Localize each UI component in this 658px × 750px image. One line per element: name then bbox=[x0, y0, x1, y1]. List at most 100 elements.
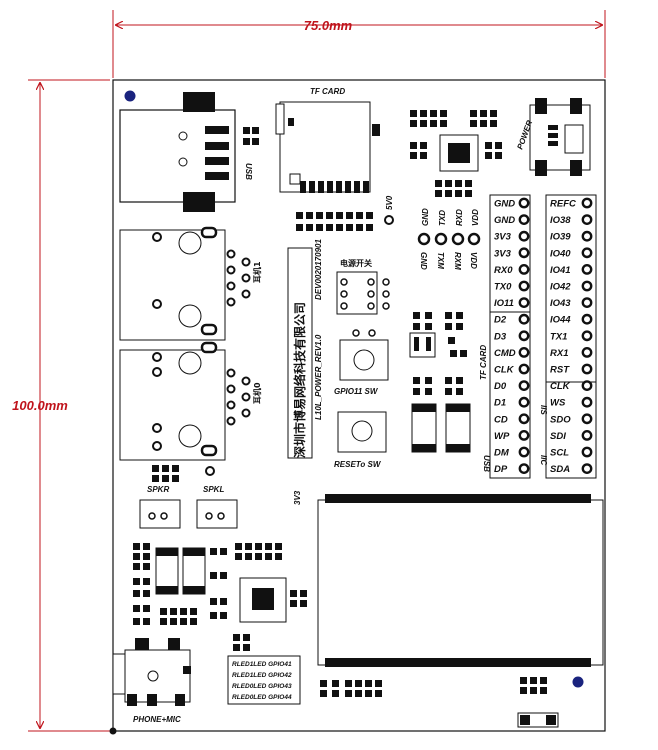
right-pin-pad bbox=[581, 380, 593, 391]
left-pin-pad bbox=[518, 446, 530, 458]
height-dimension: 100.0mm bbox=[12, 79, 110, 732]
right-pin-pad bbox=[581, 214, 593, 226]
left-pin-pad bbox=[518, 197, 530, 209]
corner-origin-mark bbox=[109, 727, 117, 735]
left-pin-label: WP bbox=[494, 431, 510, 442]
usb-side-label: USB bbox=[482, 455, 491, 472]
left-pin-pad bbox=[518, 380, 530, 391]
phone-mic-jack bbox=[112, 638, 191, 706]
rxm-label: RXM bbox=[453, 252, 462, 270]
right-pin-pad bbox=[581, 230, 593, 242]
led-table-row: RLED1LED GPIO41 bbox=[232, 661, 292, 668]
mount-hole-bottom-right bbox=[572, 676, 584, 688]
reset-switch[interactable] bbox=[337, 411, 387, 453]
gpio11-switch-label: GPIO11 SW bbox=[334, 387, 379, 396]
mount-hole-top-left bbox=[124, 90, 136, 102]
vdd-top-label: VDD bbox=[471, 209, 480, 226]
left-pin-label: D0 bbox=[494, 381, 507, 392]
spkr-label: SPKR bbox=[147, 485, 169, 494]
left-pin-pad bbox=[518, 214, 530, 226]
gnd-top-label: GND bbox=[421, 208, 430, 226]
left-pin-label: DP bbox=[494, 464, 508, 475]
left-pin-label: GND bbox=[494, 215, 515, 226]
right-pin-pad bbox=[581, 297, 593, 308]
phone-mic-label: PHONE+MIC bbox=[133, 715, 181, 724]
right-pin-pad bbox=[581, 263, 593, 275]
left-pin-label: D3 bbox=[494, 331, 507, 342]
main-module bbox=[317, 494, 604, 667]
left-pin-pad bbox=[518, 330, 530, 342]
right-pin-label: REFC bbox=[550, 199, 576, 210]
amplifier-components bbox=[133, 543, 307, 651]
left-pin-pad bbox=[518, 313, 530, 325]
right-header: REFCIO38IO39IO40IO41IO42IO43IO44TX1RX1RS… bbox=[550, 197, 593, 475]
left-pin-label: 3V3 bbox=[494, 232, 512, 243]
left-pin-label: DM bbox=[494, 448, 510, 459]
tf-card-top-label: TF CARD bbox=[310, 87, 345, 96]
left-pin-pad bbox=[518, 297, 530, 308]
led-table-row: RLED0LED GPIO44 bbox=[232, 694, 292, 701]
gpio11-switch[interactable] bbox=[339, 329, 389, 381]
right-pin-pad bbox=[581, 197, 593, 209]
txm-label: TXM bbox=[436, 252, 445, 269]
right-pin-label: IO41 bbox=[550, 265, 571, 276]
right-pin-label: CLK bbox=[550, 381, 571, 392]
left-pin-pad bbox=[518, 429, 530, 441]
slide-switch[interactable] bbox=[517, 712, 559, 728]
iic-label: IIC bbox=[539, 455, 548, 465]
bottom-pads bbox=[320, 677, 547, 697]
3v3-label: 3V3 bbox=[293, 490, 302, 505]
right-pin-label: IO40 bbox=[550, 248, 571, 259]
right-pin-pad bbox=[581, 429, 593, 441]
right-pin-pad bbox=[581, 247, 593, 259]
right-pin-label: RX1 bbox=[550, 348, 568, 359]
height-label: 100.0mm bbox=[12, 398, 68, 413]
right-pin-pad bbox=[581, 396, 593, 408]
left-pin-pad bbox=[518, 230, 530, 242]
right-pin-pad bbox=[581, 463, 593, 474]
speaker-header-pads bbox=[152, 465, 215, 482]
usb-top-label: USB bbox=[244, 163, 253, 180]
right-pin-label: TX1 bbox=[550, 331, 567, 342]
left-pin-pad bbox=[518, 363, 530, 375]
right-pin-label: IO43 bbox=[550, 298, 571, 309]
right-pin-label: IO38 bbox=[550, 215, 571, 226]
led-table-box bbox=[227, 655, 301, 705]
right-pin-label: WS bbox=[550, 398, 566, 409]
right-pin-label: SCL bbox=[550, 448, 569, 459]
right-pin-pad bbox=[581, 330, 593, 342]
right-pin-label: SDO bbox=[550, 414, 571, 425]
txd-label: TXD bbox=[438, 210, 447, 226]
power-switch-label: 电源开关 bbox=[340, 258, 372, 268]
power-switch[interactable] bbox=[336, 271, 390, 315]
company-name: 深圳市博易网络科技有限公司 bbox=[292, 302, 307, 458]
left-pin-label: IO11 bbox=[494, 298, 514, 309]
tf-card-socket bbox=[275, 101, 380, 193]
left-pin-label: D1 bbox=[494, 398, 506, 409]
left-pin-label: 3V3 bbox=[494, 248, 512, 259]
right-pin-pad bbox=[581, 446, 593, 458]
left-pin-label: GND bbox=[494, 199, 515, 210]
width-dimension: 75.0mm bbox=[112, 10, 606, 78]
spkl-label: SPKL bbox=[203, 485, 224, 494]
left-pin-pad bbox=[518, 463, 530, 474]
right-pin-pad bbox=[581, 363, 593, 375]
company-label-box bbox=[287, 247, 313, 459]
left-pin-label: CD bbox=[494, 414, 508, 425]
left-pin-pad bbox=[518, 396, 530, 408]
right-pin-label: IO44 bbox=[550, 315, 571, 326]
5v0-pad bbox=[384, 215, 394, 225]
middle-components bbox=[409, 312, 471, 453]
usb-connector bbox=[119, 92, 259, 212]
left-pin-pad bbox=[518, 263, 530, 275]
right-pin-pad bbox=[581, 280, 593, 292]
tf-card-side-label: TF CARD bbox=[479, 345, 488, 380]
right-pin-label: SDI bbox=[550, 431, 566, 442]
left-pin-label: CMD bbox=[494, 348, 516, 359]
left-pin-pad bbox=[518, 413, 530, 425]
left-pin-label: RX0 bbox=[494, 265, 513, 276]
top-right-components bbox=[410, 110, 502, 197]
audio-jack-2 bbox=[119, 341, 251, 461]
